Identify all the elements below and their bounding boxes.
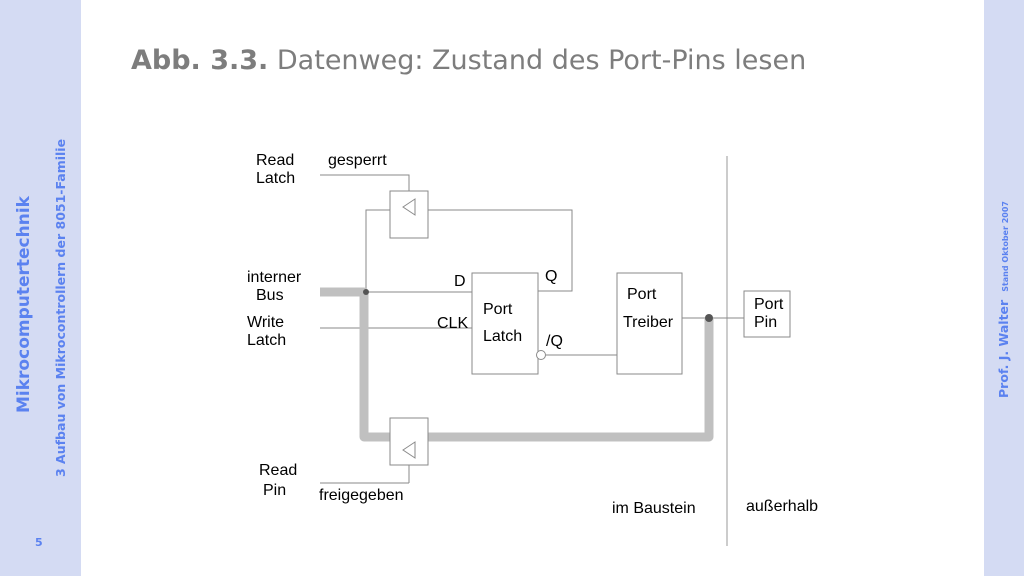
outside-chip-label: außerhalb bbox=[746, 498, 819, 515]
read-latch-buffer-triangle bbox=[402, 198, 416, 216]
slide-title: Abb. 3.3. Datenweg: Zustand des Port-Pin… bbox=[131, 45, 806, 76]
port-latch-box bbox=[471, 272, 539, 375]
inside-chip-label: im Baustein bbox=[612, 500, 696, 517]
left-sidebar bbox=[0, 0, 81, 576]
read-latch-buffer-output-wire bbox=[365, 209, 390, 290]
read-pin-buffer-triangle bbox=[402, 441, 416, 459]
right-sidebar bbox=[984, 0, 1024, 576]
clk-input-label: CLK bbox=[437, 315, 469, 332]
port-driver-box bbox=[616, 272, 683, 375]
figure-number: Abb. 3.3. bbox=[131, 45, 269, 76]
nq-inverter-bubble bbox=[536, 350, 546, 360]
q-feedback-wire bbox=[428, 209, 573, 292]
read-latch-buffer bbox=[389, 190, 429, 239]
q-output-label: Q bbox=[545, 268, 558, 285]
port-pin-box bbox=[743, 290, 791, 338]
page-number: 5 bbox=[35, 536, 43, 549]
read-latch-wire bbox=[320, 174, 410, 191]
freigegeben-label: freigegeben bbox=[319, 487, 404, 504]
d-input-label: D bbox=[454, 273, 466, 290]
bus-junction-dot bbox=[363, 289, 369, 295]
signal-wires bbox=[320, 174, 744, 484]
nq-output-label: /Q bbox=[546, 333, 563, 350]
read-pin-data-path bbox=[320, 287, 714, 442]
figure-caption: Datenweg: Zustand des Port-Pins lesen bbox=[276, 45, 807, 76]
gesperrt-label: gesperrt bbox=[328, 152, 387, 169]
read-pin-buffer bbox=[389, 417, 429, 466]
pin-junction-dot bbox=[705, 314, 713, 322]
